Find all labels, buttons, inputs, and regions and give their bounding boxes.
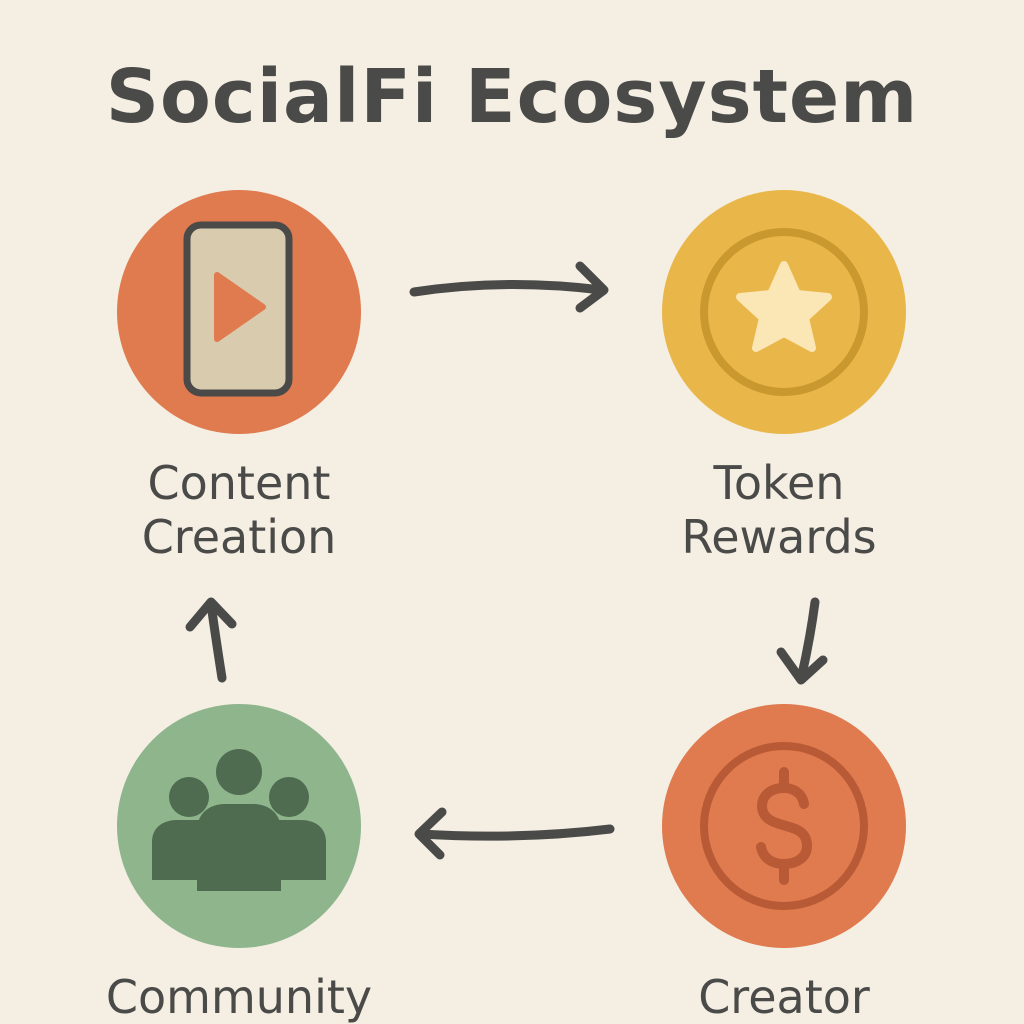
people-group-icon bbox=[152, 749, 326, 891]
content-creation-label-line2: Creation bbox=[141, 510, 337, 564]
star-coin-icon bbox=[700, 228, 868, 396]
arrow-community-to-content bbox=[185, 597, 237, 683]
community-label: Community bbox=[79, 970, 399, 1024]
content-creation-node bbox=[117, 190, 361, 434]
token-rewards-label: Token Rewards bbox=[619, 456, 939, 564]
dollar-coin-icon bbox=[700, 742, 868, 910]
creator-label-line1: Creator bbox=[698, 970, 870, 1024]
community-node bbox=[117, 704, 361, 948]
smartphone-play-icon bbox=[183, 221, 293, 397]
token-rewards-label-line1: Token bbox=[713, 456, 845, 510]
arrow-token-to-creator bbox=[776, 597, 828, 685]
content-creation-label-line1: Content bbox=[147, 456, 331, 510]
content-creation-label: Content Creation bbox=[79, 456, 399, 564]
creator-node bbox=[662, 704, 906, 948]
token-rewards-node bbox=[662, 190, 906, 434]
page-title: SocialFi Ecosystem bbox=[105, 54, 919, 140]
community-label-line1: Community bbox=[105, 970, 373, 1024]
creator-label: Creator bbox=[624, 970, 944, 1024]
token-rewards-label-line2: Rewards bbox=[681, 510, 877, 564]
arrow-creator-to-community bbox=[414, 807, 615, 860]
arrow-content-to-token bbox=[409, 261, 609, 313]
